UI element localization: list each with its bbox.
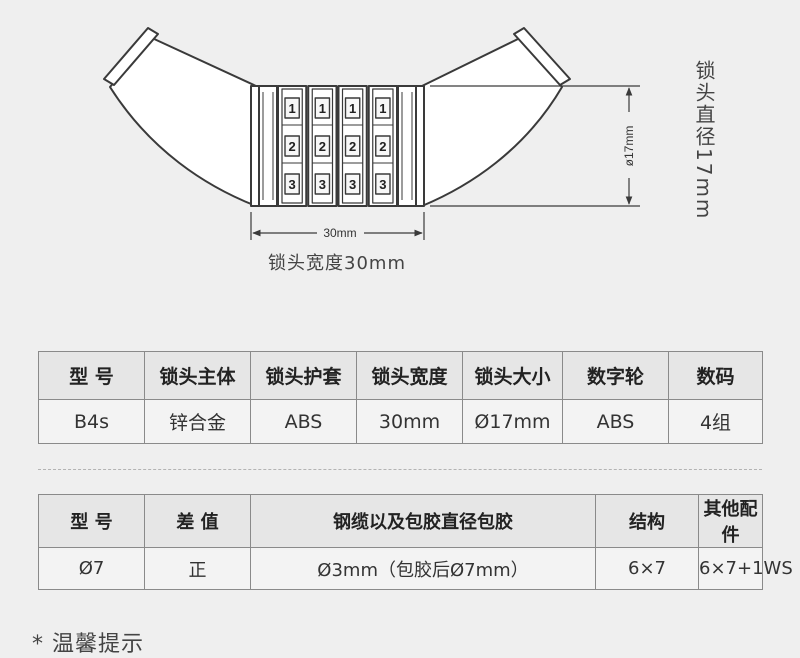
table-header-cell: 数码 <box>668 351 763 400</box>
table-row: B4s 锌合金 ABS 30mm Ø17mm ABS 4组 <box>38 399 763 444</box>
table-header-cell: 结构 <box>595 494 699 548</box>
table-header-cell: 钢缆以及包胶直径包胶 <box>250 494 596 548</box>
table-cell: Ø17mm <box>462 399 563 444</box>
table-cell: 6×7+1WS <box>698 547 793 590</box>
wheel-digit: 1 <box>319 101 326 116</box>
width-caption: 锁头宽度30mm <box>268 253 406 274</box>
table-header-cell: 锁头护套 <box>250 351 357 400</box>
table-header-cell: 其他配件 <box>698 494 763 548</box>
combination-wheel[interactable]: 1 2 3 <box>367 85 398 207</box>
tips-heading: * 温馨提示 <box>32 632 144 657</box>
right-cable-arm <box>421 27 571 207</box>
wheel-digit: 2 <box>349 139 356 154</box>
diameter-caption: 锁头直径17mm <box>692 60 716 221</box>
width-dim-label: 30mm <box>323 226 356 240</box>
table-cell: 锌合金 <box>144 399 251 444</box>
wheel-digit: 3 <box>379 177 386 192</box>
spec-table-1: 型 号 锁头主体 锁头护套 锁头宽度 锁头大小 数字轮 数码 B4s 锌合金 A… <box>38 351 763 444</box>
combination-wheel[interactable]: 1 2 3 <box>337 85 368 207</box>
table-header-cell: 型 号 <box>38 351 145 400</box>
table-cell: 30mm <box>356 399 463 444</box>
table-row: Ø7 正 Ø3mm（包胶后Ø7mm） 6×7 6×7+1WS <box>38 547 793 590</box>
diameter-dim-label: ø17mm <box>622 126 636 167</box>
lock-body-left <box>250 85 278 207</box>
wheel-digit: 1 <box>379 101 386 116</box>
spec-table-2: 型 号 差 值 钢缆以及包胶直径包胶 结构 其他配件 Ø7 正 Ø3mm（包胶后… <box>38 494 793 590</box>
table-cell: B4s <box>38 399 145 444</box>
wheel-digit: 3 <box>289 177 296 192</box>
left-cable-arm <box>103 27 257 207</box>
dashed-divider <box>38 469 762 470</box>
wheel-digit: 2 <box>379 139 386 154</box>
diameter-dimension <box>430 85 640 207</box>
width-dimension <box>250 212 425 240</box>
table-cell: ABS <box>250 399 357 444</box>
combination-wheel[interactable]: 1 2 3 <box>307 85 338 207</box>
wheel-digit: 3 <box>349 177 356 192</box>
wheel-digit: 1 <box>289 101 296 116</box>
table-cell: Ø7 <box>38 547 145 590</box>
table-header-cell: 数字轮 <box>562 351 669 400</box>
table-cell: 正 <box>144 547 251 590</box>
table-header-cell: 差 值 <box>144 494 251 548</box>
table-header-cell: 型 号 <box>38 494 145 548</box>
table-cell: 4组 <box>668 399 763 444</box>
table-cell: 6×7 <box>595 547 699 590</box>
table-header-row: 型 号 差 值 钢缆以及包胶直径包胶 结构 其他配件 <box>38 494 763 548</box>
table-header-row: 型 号 锁头主体 锁头护套 锁头宽度 锁头大小 数字轮 数码 <box>38 351 763 400</box>
wheel-digit: 3 <box>319 177 326 192</box>
table-header-cell: 锁头大小 <box>462 351 563 400</box>
lock-body-right <box>397 85 425 207</box>
wheel-digit: 2 <box>289 139 296 154</box>
table-cell: Ø3mm（包胶后Ø7mm） <box>250 547 596 590</box>
table-header-cell: 锁头主体 <box>144 351 251 400</box>
table-cell: ABS <box>562 399 669 444</box>
lock-drawing: 1 2 3 1 2 3 1 2 3 1 2 3 30mm ø17mm <box>103 27 640 240</box>
wheel-digit: 1 <box>349 101 356 116</box>
table-header-cell: 锁头宽度 <box>356 351 463 400</box>
wheel-digit: 2 <box>319 139 326 154</box>
combination-wheel[interactable]: 1 2 3 <box>277 85 308 207</box>
